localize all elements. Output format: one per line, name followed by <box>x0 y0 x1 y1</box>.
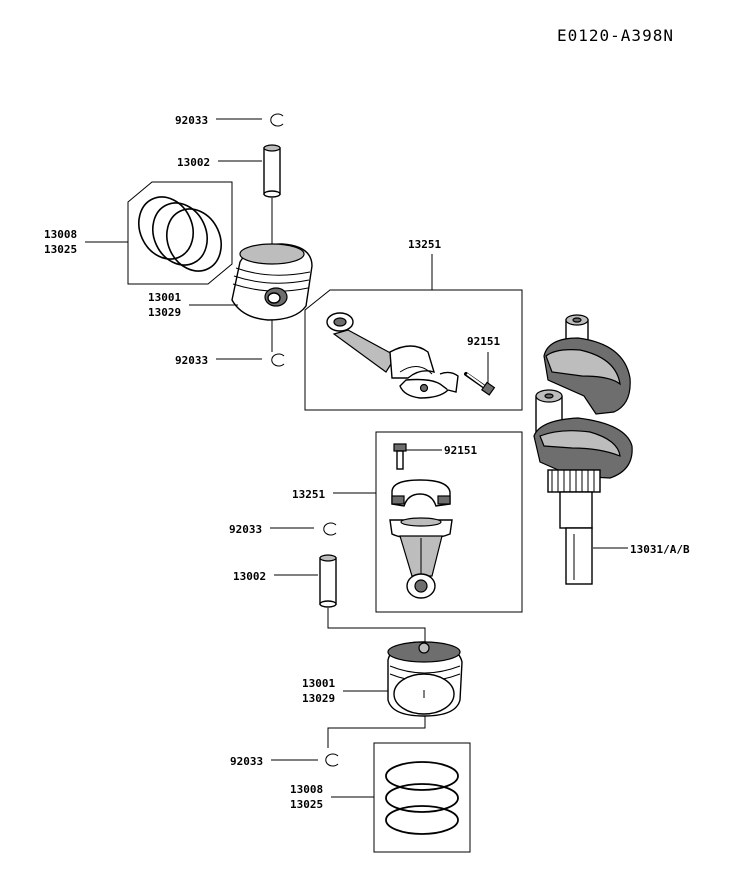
rings-bottom-frame <box>373 742 471 853</box>
label-bolt-bottom: 92151 <box>444 444 477 457</box>
rod-bottom-frame <box>375 431 523 613</box>
circlip-icon <box>325 753 339 767</box>
guide-line-bottom2 <box>327 716 426 748</box>
label-piston-top-2: 13029 <box>148 306 181 319</box>
label-piston-bottom-1: 13001 <box>302 677 335 690</box>
connecting-rod-icon <box>389 479 453 599</box>
piston-icon <box>387 641 463 717</box>
guide-line-bottom <box>327 608 426 644</box>
label-crank: 13031/A/B <box>630 543 690 556</box>
label-rings-top-2: 13025 <box>44 243 77 256</box>
label-pin-bottom: 13002 <box>233 570 266 583</box>
circlip-icon <box>270 113 284 127</box>
label-piston-top-1: 13001 <box>148 291 181 304</box>
piston-pin-icon <box>263 144 281 198</box>
piston-pin-icon <box>319 554 337 608</box>
diagram-code: E0120-A398N <box>557 26 674 45</box>
label-clip-mid: 92033 <box>229 523 262 536</box>
piston-icon <box>231 243 313 321</box>
bolt-icon <box>464 372 496 396</box>
rings-top-frame <box>127 181 233 285</box>
label-clip-top2: 92033 <box>175 354 208 367</box>
bolt-icon <box>393 443 407 470</box>
label-piston-bottom-2: 13029 <box>302 692 335 705</box>
label-clip-bottom: 92033 <box>230 755 263 768</box>
label-bolt-top: 92151 <box>467 335 500 348</box>
rod-top-frame <box>304 289 523 411</box>
label-rings-bottom-2: 13025 <box>290 798 323 811</box>
piston-rings-icon <box>385 761 459 835</box>
label-rod-top: 13251 <box>408 238 441 251</box>
circlip-icon <box>323 522 337 536</box>
piston-rings-icon <box>138 196 222 272</box>
label-pin-top: 13002 <box>177 156 210 169</box>
crankshaft-icon <box>533 314 633 585</box>
connecting-rod-icon <box>326 312 459 399</box>
circlip-icon <box>271 353 285 367</box>
label-rings-top-1: 13008 <box>44 228 77 241</box>
label-rings-bottom-1: 13008 <box>290 783 323 796</box>
label-rod-bottom: 13251 <box>292 488 325 501</box>
label-clip-top: 92033 <box>175 114 208 127</box>
